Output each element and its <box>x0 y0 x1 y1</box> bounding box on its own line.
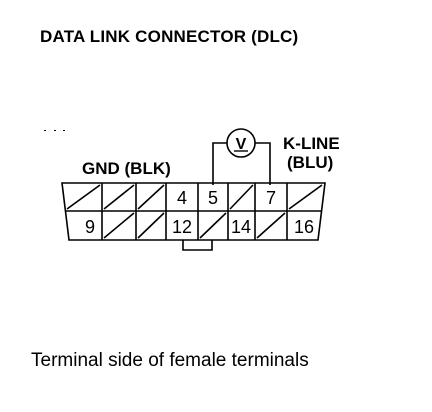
terminal-14: 14 <box>231 217 251 237</box>
terminal-5: 5 <box>208 188 218 208</box>
kline-label: K-LINE <box>283 134 340 153</box>
terminal-12: 12 <box>172 217 192 237</box>
terminal-4: 4 <box>177 188 187 208</box>
diagram-caption: Terminal side of female terminals <box>31 350 309 371</box>
kline-color-label: (BLU) <box>287 153 333 172</box>
probe-wire-right <box>255 142 271 185</box>
terminal-16: 16 <box>294 217 314 237</box>
diagram-title: DATA LINK CONNECTOR (DLC) <box>40 27 299 46</box>
voltmeter-symbol: V <box>236 136 247 153</box>
gnd-label: GND (BLK) <box>82 159 171 178</box>
probe-wire-left <box>212 142 227 185</box>
connector-outline <box>61 182 326 241</box>
terminal-7: 7 <box>266 188 276 208</box>
connector-tab <box>182 240 213 251</box>
terminal-9: 9 <box>85 217 95 237</box>
